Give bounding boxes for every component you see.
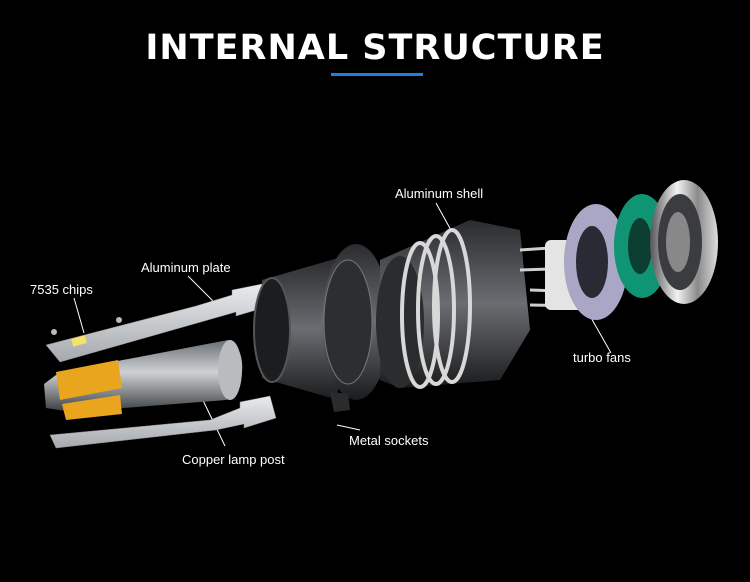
led-chip (71, 335, 87, 347)
aluminum-shell (376, 220, 530, 389)
screw-icon (51, 329, 57, 335)
label-aluminum-shell: Aluminum shell (395, 186, 484, 201)
label-metal-sockets: Metal sockets (349, 433, 429, 448)
label-aluminum-plate: Aluminum plate (141, 260, 231, 275)
label-copper-lamp-post: Copper lamp post (182, 452, 285, 467)
screw-icon (116, 317, 122, 323)
title-underline (331, 73, 423, 76)
copper-lamp-post (44, 340, 243, 420)
aluminum-plate-upper (45, 283, 271, 363)
label-7535-chips: 7535 chips (30, 282, 93, 297)
page-title: INTERNAL STRUCTURE (145, 28, 605, 68)
chrome-cap (650, 180, 718, 304)
metal-socket (253, 244, 390, 412)
aluminum-plate-lower (49, 395, 277, 449)
label-turbo-fans: turbo fans (573, 350, 631, 365)
